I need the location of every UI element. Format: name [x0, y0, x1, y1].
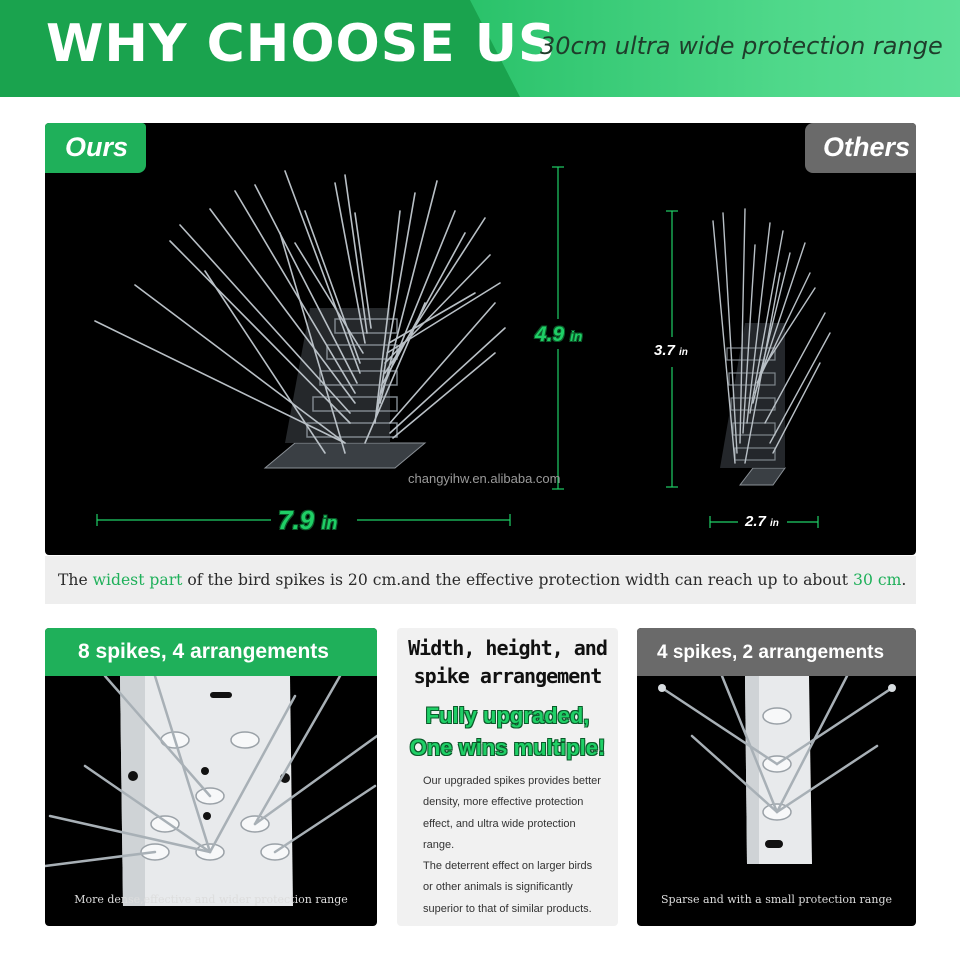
header-banner: WHY CHOOSE US 30cm ultra wide protection…: [0, 0, 960, 97]
ours-closeup-illustration: [45, 676, 377, 906]
ours-detail-caption: More dense,effective and wider protectio…: [74, 893, 348, 906]
upgrade-info-block: Width, height, and spike arrangement Ful…: [397, 628, 618, 926]
comparison-illustration: [94, 166, 831, 528]
ours-detail-title: 8 spikes, 4 arrangements: [78, 640, 329, 663]
others-detail-header: 4 spikes, 2 arrangements: [637, 628, 916, 676]
page-title: WHY CHOOSE US: [46, 14, 557, 74]
others-width-label: 2.7 in: [745, 513, 779, 530]
ours-detail-header: 8 spikes, 4 arrangements: [45, 628, 377, 676]
others-width-line: [709, 516, 819, 528]
ours-height-line: [552, 166, 564, 490]
others-detail-title: 4 spikes, 2 arrangements: [657, 642, 885, 663]
ours-detail-card: 8 spikes, 4 arrangements: [45, 628, 377, 926]
others-detail-caption: Sparse and with a small protection range: [661, 893, 892, 906]
others-tag: Others: [805, 123, 916, 173]
others-spike-product: [712, 208, 831, 486]
ours-height-label: 4.9 in: [535, 323, 583, 346]
page-subtitle: 30cm ultra wide protection range: [540, 32, 943, 60]
others-detail-card: 4 spikes, 2 arrangements Sparse and with…: [637, 628, 916, 926]
ours-spike-product: [94, 170, 506, 469]
watermark-text: changyihw.en.alibaba.com: [408, 471, 561, 486]
ours-width-label: 7.9 in: [278, 505, 338, 535]
others-closeup-illustration: [658, 676, 896, 864]
caption-text: The widest part of the bird spikes is 20…: [58, 571, 907, 589]
upgrade-description: Our upgraded spikes provides better dens…: [423, 775, 601, 915]
caption-bar: The widest part of the bird spikes is 20…: [45, 556, 916, 604]
others-height-label: 3.7 in: [654, 342, 688, 359]
ours-tag: Ours: [45, 123, 146, 173]
header-accent-band: [470, 0, 960, 97]
upgrade-info-title: Width, height, and spike arrangement: [408, 636, 608, 688]
others-height-line: [666, 210, 678, 488]
ours-width-line: [96, 514, 511, 526]
comparison-panel: Ours Others 4.9 in 7.9 in 3.7 in 2.7 in …: [45, 123, 916, 555]
upgrade-slogan: Fully upgraded, One wins multiple!: [409, 703, 606, 760]
